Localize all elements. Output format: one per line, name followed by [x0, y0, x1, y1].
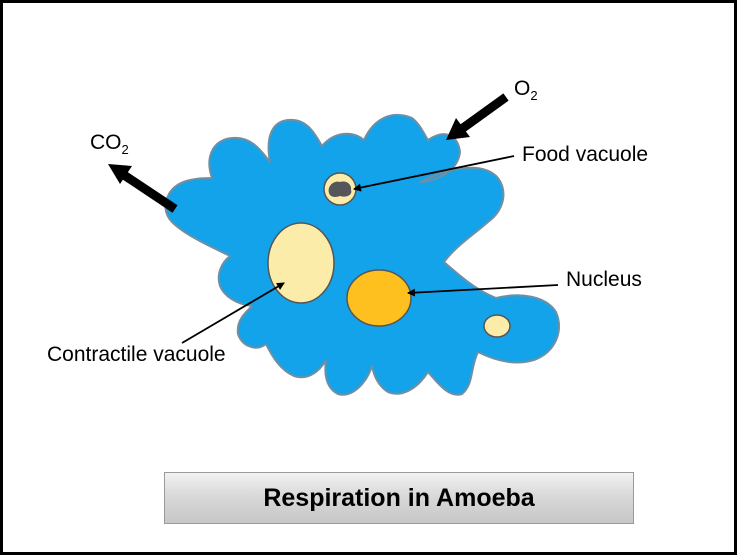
co2-arrowhead	[108, 164, 132, 184]
contractile-vacuole-label: Contractile vacuole	[47, 343, 226, 366]
o2-arrowhead	[446, 118, 470, 140]
small-vacuole	[483, 314, 511, 338]
co2-label-base: CO	[90, 131, 122, 154]
caption-title: Respiration in Amoeba	[263, 483, 535, 512]
contractile-vacuole	[267, 222, 335, 304]
contractile-vacuole-pointer	[181, 282, 285, 344]
food-vacuole-label: Food vacuole	[522, 143, 649, 166]
co2-label: CO2	[90, 131, 129, 157]
caption-box: Respiration in Amoeba	[164, 472, 634, 524]
food-particle	[328, 181, 352, 197]
nucleus-pointer	[407, 284, 559, 297]
o2-label-subscript: 2	[530, 88, 538, 103]
amoeba-cytoplasm	[164, 114, 560, 396]
o2-label: O2	[514, 77, 538, 103]
co2-label-subscript: 2	[121, 142, 129, 157]
nucleus	[346, 269, 412, 327]
o2-label-base: O	[514, 77, 531, 100]
o2-arrow-shaft	[460, 93, 509, 132]
food-vacuole-pointer	[353, 155, 515, 192]
co2-arrow-shaft	[121, 171, 178, 213]
nucleus-label: Nucleus	[566, 268, 642, 291]
